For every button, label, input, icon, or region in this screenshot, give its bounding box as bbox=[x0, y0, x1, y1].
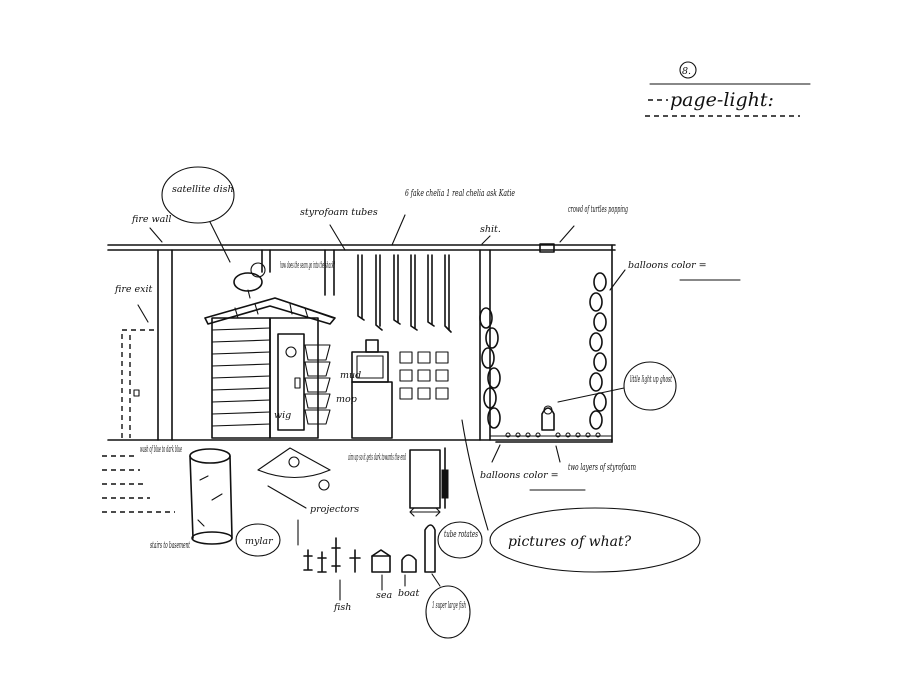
turtle-box bbox=[539, 243, 555, 253]
aim-up-note: aim up so it gets dark towards the end bbox=[348, 452, 406, 463]
tube-icon bbox=[409, 447, 449, 517]
ghost-note: little light up ghost bbox=[630, 374, 672, 385]
tube-rotates-bubble bbox=[437, 521, 483, 559]
pictures-note: pictures of what? bbox=[508, 534, 632, 550]
page-header: 8. page-light: bbox=[645, 61, 811, 117]
svg-text:mud: mud bbox=[340, 370, 361, 381]
balloon-icon bbox=[479, 307, 501, 429]
mylar-column bbox=[189, 448, 233, 545]
large-fish-bubble bbox=[425, 585, 471, 639]
tube-rotates-note: tube rotates bbox=[444, 529, 478, 540]
balloons-right bbox=[589, 272, 607, 430]
fish-figure-icon bbox=[303, 524, 436, 573]
ghost-icon bbox=[541, 405, 555, 431]
svg-text:projectors: projectors bbox=[310, 504, 359, 515]
stairs-note: stairs to basement bbox=[150, 540, 190, 551]
mylar-bubble bbox=[235, 523, 281, 557]
styrofoam-layers-note: two layers of styrofoam bbox=[568, 462, 636, 473]
styrofoam-floor bbox=[505, 432, 601, 438]
tv-monitor-icon: mud mop bbox=[336, 339, 393, 439]
fish-label: fish bbox=[333, 602, 351, 613]
page-title: page-light: bbox=[670, 89, 774, 111]
chelias-note: 6 fake chelia 1 real chelia ask Katie bbox=[405, 188, 515, 199]
styrofoam-tubes: styrofoam tubes bbox=[300, 207, 452, 333]
boat-label: boat bbox=[398, 588, 419, 599]
svg-text:styrofoam tubes: styrofoam tubes bbox=[300, 207, 378, 218]
page-number: 8. bbox=[682, 66, 691, 77]
turtles-note: crowd of turtles popping bbox=[568, 204, 628, 215]
pictures-pointer bbox=[461, 419, 489, 531]
large-fish-note: 1 super large fish bbox=[432, 600, 466, 611]
shack-icon bbox=[204, 297, 336, 439]
fire-wall-label: fire wall bbox=[131, 214, 171, 225]
svg-text:mop: mop bbox=[336, 394, 357, 405]
sea-label: sea bbox=[376, 590, 392, 601]
pictures-bubble bbox=[489, 507, 701, 573]
projector-icon: projectors bbox=[257, 447, 359, 546]
balloons-color-top: balloons color = bbox=[628, 260, 707, 271]
fire-exit-door bbox=[121, 329, 156, 438]
satellite-dish-icon: satellite dish bbox=[161, 166, 266, 299]
stacked-boxes bbox=[304, 344, 331, 425]
ghost-note-bubble bbox=[623, 361, 677, 411]
seam-note: how does the seam go into the shack? bbox=[280, 260, 335, 271]
wash-of-blue: wash of blue to dark blue bbox=[102, 444, 182, 513]
satellite-dish-label: satellite dish bbox=[172, 184, 234, 195]
fire-exit-label: fire exit bbox=[114, 284, 153, 295]
wig-label: wig bbox=[274, 410, 291, 421]
mylar-label: mylar bbox=[245, 536, 274, 547]
svg-text:wash of blue to dark blue: wash of blue to dark blue bbox=[140, 444, 182, 455]
balloons-color-bottom: balloons color = bbox=[480, 470, 559, 481]
picture-grid bbox=[399, 351, 449, 400]
shit-note: shit. bbox=[480, 224, 501, 235]
